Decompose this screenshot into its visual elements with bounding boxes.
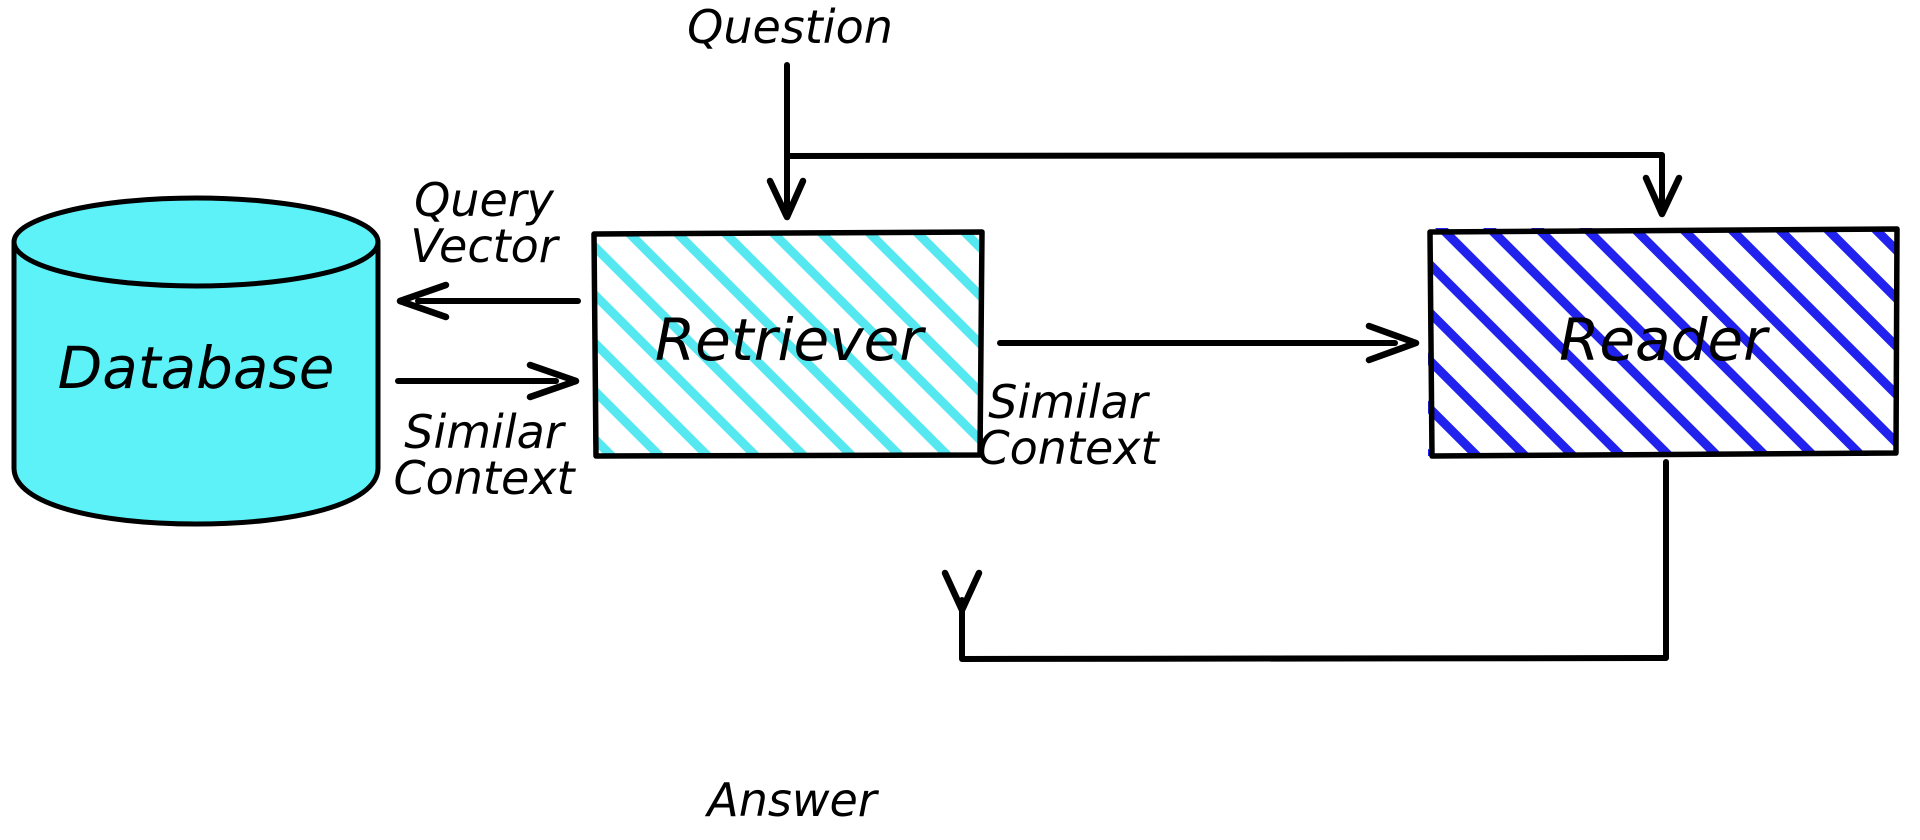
database-cylinder-top — [11, 195, 381, 289]
node-database[interactable]: Database — [11, 195, 381, 527]
node-reader[interactable]: Reader — [1424, 224, 1902, 460]
edge-question-to-reader — [784, 152, 1683, 218]
reader-label: Reader — [1559, 306, 1770, 374]
similar-context-left-label-line2: Context — [393, 451, 576, 505]
edge-retriever-to-database: Query Vector — [396, 173, 581, 321]
retriever-hatch-fill — [593, 233, 983, 455]
query-vector-label-line1: Query — [414, 173, 555, 227]
database-label: Database — [58, 334, 335, 402]
reader-box-outline — [1427, 226, 1900, 459]
edge-reader-to-answer — [941, 459, 1669, 662]
similar-context-right-label-line1: Similar — [988, 375, 1151, 429]
reader-hatch-fill — [1428, 228, 1898, 456]
retriever-box-outline — [591, 229, 985, 459]
edge-retriever-to-reader: Similar Context — [977, 322, 1420, 475]
question-terminal-label: Question — [687, 0, 893, 54]
retriever-label: Retriever — [655, 306, 926, 374]
similar-context-right-label-line2: Context — [977, 421, 1160, 475]
query-vector-label-line2: Vector — [410, 219, 561, 273]
database-cylinder-body — [11, 239, 381, 527]
edge-question-to-retriever — [766, 62, 807, 221]
edge-database-to-retriever: Similar Context — [393, 361, 580, 505]
node-retriever[interactable]: Retriever — [588, 228, 988, 460]
similar-context-left-label-line1: Similar — [404, 405, 567, 459]
